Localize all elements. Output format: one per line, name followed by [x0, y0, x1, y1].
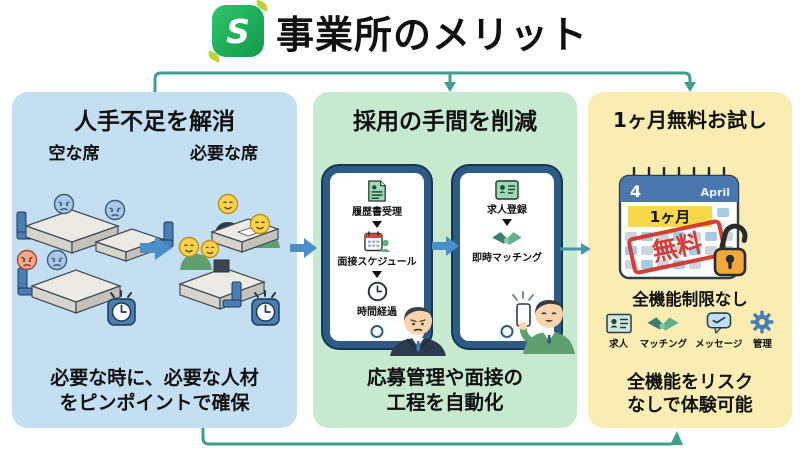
timer-icon [251, 290, 280, 326]
arrow-right-icon [290, 238, 318, 258]
footer-line: 全機能をリスク [627, 371, 753, 393]
needed-seat-label: 必要な席 [190, 144, 258, 164]
gear-icon [750, 310, 774, 334]
feature-jobs: 求人 [605, 313, 632, 350]
panel-hiring-effort: 採用の手間を削減 履歴書受理 [313, 92, 577, 428]
message-icon [706, 312, 732, 334]
desk-icon [178, 267, 266, 310]
empty-desks-illustration [16, 193, 174, 326]
calendar-month: April [701, 186, 730, 199]
down-arrow-icon [502, 219, 512, 226]
desk-icon [24, 209, 120, 254]
trial-period-label: 1ヶ月 [650, 208, 690, 226]
calendar-illustration: 4 April 1ヶ月 無料 [618, 166, 740, 280]
resume-icon [368, 180, 386, 202]
feature-label: マッチング [639, 339, 688, 350]
job-post-icon [495, 180, 519, 200]
happy-face-icon [178, 236, 200, 258]
page-title: 事業所のメリット [275, 12, 588, 57]
angry-face-icon [16, 249, 38, 271]
page-header: S 事業所のメリット [0, 0, 800, 63]
logo-letter: S [226, 11, 250, 51]
footer-line: 工程を自動化 [386, 391, 504, 415]
handshake-icon [647, 317, 679, 331]
empty-seat-label: 空な席 [48, 144, 100, 164]
feature-manage: 管理 [750, 310, 774, 350]
footer-line: 必要な時に、必要な人材 [50, 366, 259, 389]
panel-trial-footer: 全機能をリスク なしで体験可能 [588, 371, 792, 419]
panel-free-trial: 1ヶ月無料お試し 4 April [588, 92, 792, 428]
step-label: 履歴書受理 [352, 207, 402, 218]
handshake-icon [492, 232, 522, 245]
happy-face-icon [249, 213, 271, 235]
phone-screen: 履歴書受理 面接スケジュール [330, 173, 424, 341]
laptop-icon [213, 259, 230, 273]
frustrated-businessman [390, 307, 446, 356]
free-stamp: 無料 [627, 219, 727, 275]
feature-message: メッセージ [695, 311, 742, 350]
highlight-band [628, 206, 712, 227]
footer-line: をピンポイントで確保 [59, 391, 250, 414]
panel-hiring-footer: 応募管理や面接の 工程を自動化 [313, 365, 577, 416]
unlock-note: 全機能制限なし [632, 290, 748, 309]
happy-recruiter-with-phone [512, 291, 575, 354]
chair-icon [222, 281, 242, 308]
phone-screen: 求人登録 即時マッチング [460, 173, 554, 341]
arrow-right-icon [140, 236, 172, 260]
phone-before-mockup: 履歴書受理 面接スケジュール [323, 166, 431, 348]
phone-after-mockup: 求人登録 即時マッチング [453, 166, 561, 348]
arrow-right-icon [560, 243, 591, 255]
sparkle-icon [512, 291, 534, 301]
staffed-desks-illustration [178, 193, 280, 326]
feature-label: 管理 [752, 339, 772, 350]
feature-label: 求人 [609, 339, 629, 350]
arrow-right-icon [432, 236, 460, 256]
feature-label: メッセージ [695, 339, 743, 350]
timer-icon [107, 290, 136, 326]
desk-icon [30, 269, 122, 314]
panel-hiring-title: 採用の手間を削減 [353, 109, 537, 135]
feature-matching: マッチング [639, 314, 688, 350]
feature-list: 求人 マッチング メッセージ [588, 310, 792, 350]
home-button-icon [370, 325, 384, 338]
sad-face-icon [104, 199, 126, 221]
up-arrow-icon [670, 431, 683, 445]
binder-rings-icon [632, 166, 726, 178]
panel-trial-title: 1ヶ月無料お試し [613, 108, 767, 132]
app-logo-icon: S [206, 0, 270, 63]
footer-line: なしで体験可能 [627, 395, 753, 417]
step-label: 面接スケジュール [337, 257, 417, 268]
step-label: 求人登録 [487, 205, 527, 216]
unlocked-padlock-icon [713, 223, 748, 277]
down-arrow-icon [684, 82, 696, 92]
seats-illustration [16, 193, 280, 326]
job-post-icon [605, 313, 632, 334]
leaf-icon [254, 0, 270, 12]
happy-face-icon [217, 193, 239, 215]
down-arrow-icon [372, 271, 382, 278]
step-label: 即時マッチング [472, 253, 542, 264]
happy-face-icon [200, 239, 220, 259]
panel-labor-title: 人手不足を解消 [74, 109, 235, 135]
panel-labor-footer: 必要な時に、必要な人材 をピンポイントで確保 [12, 366, 297, 416]
down-arrow-icon [372, 221, 382, 228]
step-label: 時間経過 [357, 307, 397, 318]
sad-face-icon [46, 249, 68, 271]
clock-icon [367, 281, 387, 302]
down-arrow-icon [444, 82, 456, 92]
home-button-icon [500, 325, 514, 338]
footer-line: 応募管理や面接の [366, 365, 523, 389]
calendar-day: 4 [630, 182, 641, 201]
sad-face-icon [53, 193, 75, 215]
panel-labor-shortage: 人手不足を解消 空な席 必要な席 [12, 92, 297, 428]
interview-calendar-icon [364, 231, 390, 252]
